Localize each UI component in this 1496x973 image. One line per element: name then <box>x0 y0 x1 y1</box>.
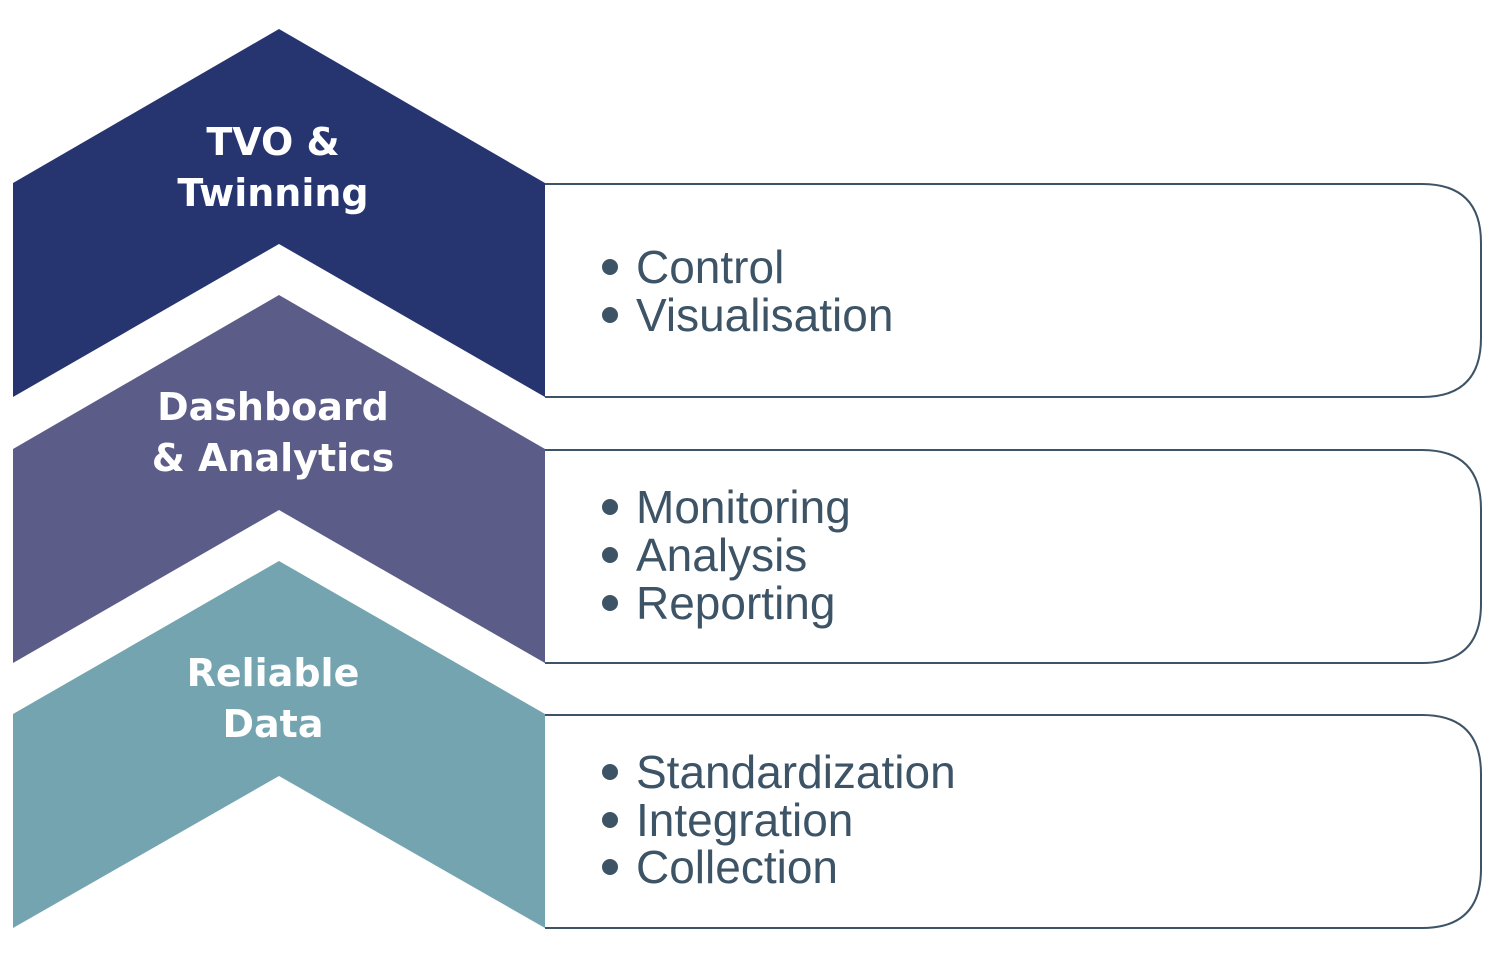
layer-bottom-title-line-2: Data <box>223 702 324 746</box>
list-item: Control <box>636 241 784 293</box>
chevron-layer-top <box>13 29 545 397</box>
chevron-layer-bottom <box>13 561 545 928</box>
list-item: Integration <box>636 794 853 846</box>
detail-box-middle <box>545 449 1482 664</box>
bullet-dot <box>602 499 618 515</box>
layer-bottom-title-line-1: Reliable <box>187 651 360 695</box>
list-item: Standardization <box>636 746 956 798</box>
detail-box-bottom <box>545 714 1482 929</box>
bullet-dot <box>602 764 618 780</box>
layer-middle-title-line-2: & Analytics <box>152 436 395 480</box>
bullet-dot <box>602 859 618 875</box>
chevron-layer-middle <box>13 295 545 663</box>
list-item: Reporting <box>636 577 835 629</box>
bullet-dot <box>602 259 618 275</box>
bullet-dot <box>602 595 618 611</box>
detail-box-top <box>545 183 1482 398</box>
layer-top-title-line-2: Twinning <box>177 171 368 215</box>
bullet-dot <box>602 812 618 828</box>
list-item: Visualisation <box>636 289 893 341</box>
list-item: Analysis <box>636 529 807 581</box>
layer-top-title-line-1: TVO & <box>206 120 339 164</box>
list-item: Collection <box>636 841 838 893</box>
bullet-dot <box>602 307 618 323</box>
layer-middle-title-line-1: Dashboard <box>157 385 389 429</box>
list-item: Monitoring <box>636 481 851 533</box>
bullet-dot <box>602 547 618 563</box>
